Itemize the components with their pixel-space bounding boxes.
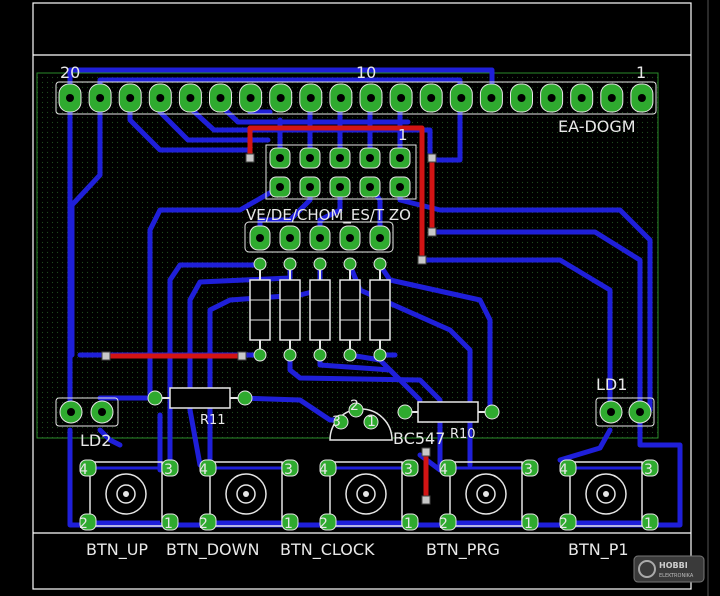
transistor-label: BC547 <box>393 429 445 448</box>
button-pin-1-label: 1 <box>404 516 413 532</box>
resistor-body <box>339 279 361 341</box>
lcd-header-outline <box>55 81 657 115</box>
btn-up-label: BTN_UP <box>86 540 148 560</box>
button-pin-4-label: 4 <box>79 462 88 478</box>
svg-text:HOBBI: HOBBI <box>659 561 688 570</box>
ld1-label: LD1 <box>596 375 627 394</box>
btn-clock-label: BTN_CLOCK <box>280 540 375 560</box>
btn-p1-label: BTN_P1 <box>568 540 629 560</box>
isp-pin-1-label: 1 <box>398 126 408 144</box>
led-ld1 <box>595 397 655 427</box>
isp-header-pads <box>269 147 411 198</box>
resistor-body <box>309 279 331 341</box>
resistor-body <box>369 279 391 341</box>
button-pin-3-label: 3 <box>164 462 173 478</box>
button-pin-4-label: 4 <box>559 462 568 478</box>
transistor-pin-2-label: 2 <box>350 398 359 414</box>
vias <box>101 153 437 505</box>
lcd-pin-10-label: 10 <box>356 63 376 82</box>
button-pin-4-label: 4 <box>199 462 208 478</box>
pushbutton: 4 3 2 1 <box>79 459 179 532</box>
button-pin-3-label: 3 <box>284 462 293 478</box>
board-outline <box>32 2 692 590</box>
lcd-pin-1-label: 1 <box>636 63 646 82</box>
button-pin-3-label: 3 <box>644 462 653 478</box>
led-ld2 <box>55 397 119 427</box>
button-pin-2-label: 2 <box>439 516 448 532</box>
r11-label: R11 <box>200 413 226 428</box>
isp-header-outline <box>265 144 417 200</box>
resistor-r11 <box>147 387 253 409</box>
pushbutton: 4 3 2 1 <box>559 459 659 532</box>
button-pin-2-label: 2 <box>559 516 568 532</box>
transistor-pin-1-label: 1 <box>367 414 376 430</box>
pin-header-row <box>244 221 394 253</box>
svg-text:ELEKTRONIKA: ELEKTRONIKA <box>659 573 694 579</box>
button-pin-2-label: 2 <box>79 516 88 532</box>
resistor-body <box>249 279 271 341</box>
button-pin-1-label: 1 <box>644 516 653 532</box>
pushbutton: 4 3 2 1 <box>319 459 419 532</box>
lcd-pin-20-label: 20 <box>60 63 80 82</box>
transistor-bc547 <box>329 402 393 441</box>
resistor-body <box>279 279 301 341</box>
button-pin-4-label: 4 <box>319 462 328 478</box>
bottom-copper-traces <box>103 125 435 503</box>
resistor-r10 <box>397 401 500 423</box>
header-names-label: VE/DE/CHOM_ES/T ZO <box>246 206 411 225</box>
btn-prg-label: BTN_PRG <box>426 540 500 560</box>
ld2-label: LD2 <box>80 431 111 450</box>
button-pin-2-label: 2 <box>319 516 328 532</box>
pushbutton: 4 3 2 1 <box>439 459 539 532</box>
vertical-resistors <box>249 257 391 362</box>
pushbutton: 4 3 2 1 <box>199 459 299 532</box>
btn-down-label: BTN_DOWN <box>166 540 259 560</box>
lcd-pin-header <box>58 83 654 113</box>
button-pin-1-label: 1 <box>164 516 173 532</box>
button-pin-3-label: 3 <box>404 462 413 478</box>
watermark-logo: HOBBI ELEKTRONIKA <box>633 555 705 583</box>
transistor-pin-3-label: 3 <box>332 414 341 430</box>
button-pin-3-label: 3 <box>524 462 533 478</box>
button-pin-2-label: 2 <box>199 516 208 532</box>
lcd-label: EA-DOGM <box>558 117 636 136</box>
button-pin-1-label: 1 <box>284 516 293 532</box>
button-pin-1-label: 1 <box>524 516 533 532</box>
r10-label: R10 <box>450 427 476 442</box>
button-pin-4-label: 4 <box>439 462 448 478</box>
buttons: 4 3 2 1 4 3 2 1 4 3 2 1 4 3 2 1 4 3 2 1 <box>79 459 659 532</box>
